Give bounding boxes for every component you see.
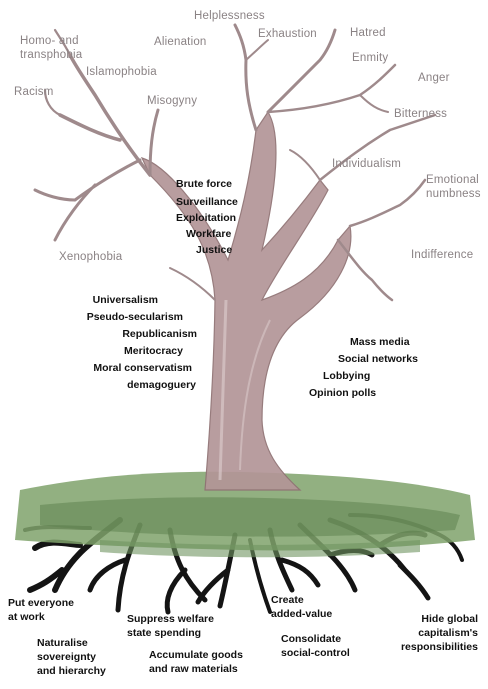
trunk-left-universalism: Universalism bbox=[92, 294, 158, 306]
label-emotional-numbness: Emotional numbness bbox=[426, 174, 481, 200]
label-helplessness: Helplessness bbox=[194, 10, 265, 22]
label-homo-transphobia: Homo- and transphobia bbox=[20, 35, 83, 61]
trunk-right-social-networks: Social networks bbox=[338, 353, 418, 365]
trunk-upper-workfare: Workfare bbox=[186, 228, 232, 240]
trunk-graphic bbox=[140, 110, 352, 491]
root-consolidate-social-control: Consolidate social-control bbox=[281, 633, 350, 660]
root-create-added-value: Create added-value bbox=[271, 594, 333, 621]
trunk-right-mass-media: Mass media bbox=[350, 336, 410, 348]
label-alienation: Alienation bbox=[154, 36, 207, 48]
label-islamophobia: Islamophobia bbox=[86, 66, 157, 78]
trunk-upper-brute-force: Brute force bbox=[176, 178, 233, 190]
label-racism: Racism bbox=[14, 86, 54, 98]
label-bitterness: Bitterness bbox=[394, 108, 448, 120]
root-put-everyone-at-work: Put everyone at work bbox=[8, 597, 74, 624]
label-exhaustion: Exhaustion bbox=[258, 28, 317, 40]
trunk-upper-justice: Justice bbox=[196, 244, 233, 256]
trunk-left-demagoguery: demagoguery bbox=[127, 379, 196, 391]
root-naturalise-sovereignty: Naturalise sovereignty and hierarchy bbox=[37, 637, 106, 678]
trunk-right-opinion-polls: Opinion polls bbox=[309, 387, 377, 399]
branches-graphic bbox=[33, 23, 437, 302]
trunk-upper-surveillance: Surveillance bbox=[176, 196, 238, 208]
trunk-right-lobbying: Lobbying bbox=[323, 370, 371, 382]
label-indifference: Indifference bbox=[411, 249, 474, 261]
root-suppress-welfare: Suppress welfare state spending bbox=[127, 613, 214, 640]
grass-band bbox=[15, 471, 475, 558]
trunk-left-pseudo-secularism: Pseudo-secularism bbox=[86, 311, 183, 323]
trunk-left-meritocracy: Meritocracy bbox=[124, 345, 183, 357]
label-hatred: Hatred bbox=[350, 27, 386, 39]
label-misogyny: Misogyny bbox=[147, 95, 198, 107]
trunk-left-moral-conservatism: Moral conservatism bbox=[93, 362, 192, 374]
label-xenophobia: Xenophobia bbox=[59, 251, 123, 263]
root-hide-global-capitalism: Hide global capitalism's responsibilitie… bbox=[400, 613, 478, 654]
label-enmity: Enmity bbox=[352, 52, 389, 64]
trunk-upper-exploitation: Exploitation bbox=[176, 212, 237, 224]
root-accumulate-goods: Accumulate goods and raw materials bbox=[149, 649, 243, 676]
trunk-left-republicanism: Republicanism bbox=[122, 328, 197, 340]
label-anger: Anger bbox=[418, 72, 450, 84]
label-individualism: Individualism bbox=[332, 158, 402, 170]
